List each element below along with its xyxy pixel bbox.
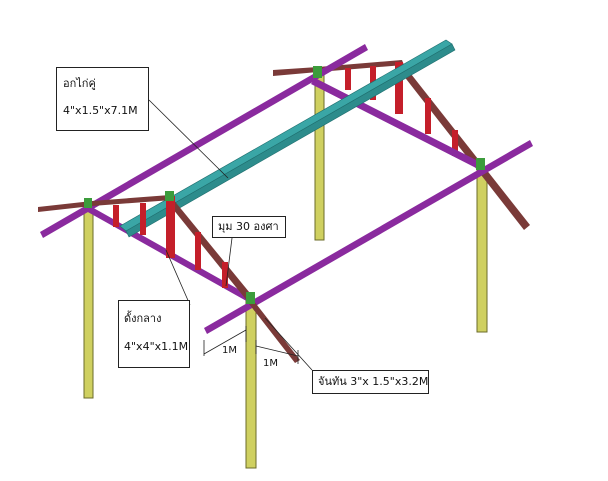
ridge-beam-size: 4"x1.5"x7.1M bbox=[63, 104, 138, 117]
posts bbox=[83, 74, 488, 469]
back-tie-beam bbox=[318, 60, 404, 72]
purlin-left-long bbox=[40, 44, 368, 238]
dimension-label-2: 1M bbox=[263, 358, 278, 369]
front-truss bbox=[38, 193, 300, 363]
leader-lines bbox=[148, 99, 313, 371]
dimension-label-1: 1M bbox=[222, 345, 237, 356]
post-front-left bbox=[83, 209, 94, 399]
post-front-center bbox=[245, 299, 257, 469]
king-post-size: 4"x4"x1.1M bbox=[124, 340, 189, 353]
rafter-label: จันทัน 3"x 1.5"x3.2M bbox=[318, 375, 429, 388]
front-rafter-tail bbox=[246, 296, 300, 363]
rafter-callout: จันทัน 3"x 1.5"x3.2M bbox=[312, 370, 429, 394]
dimension-lines bbox=[203, 326, 299, 364]
back-rafter-left bbox=[273, 67, 318, 76]
king-post-callout: ดั้งกลาง 4"x4"x1.1M bbox=[118, 300, 190, 368]
ridge-beam bbox=[119, 39, 456, 238]
front-tie-top bbox=[92, 195, 172, 206]
roof-angle-callout: มุม 30 องศา bbox=[212, 216, 286, 238]
back-rafter-right bbox=[396, 60, 530, 230]
ridge-beam-b bbox=[125, 43, 456, 238]
king-post-name: ดั้งกลาง bbox=[124, 312, 162, 325]
ridge-beam-name: อกไก่คู่ bbox=[63, 77, 96, 90]
roof-angle-label: มุม 30 องศา bbox=[218, 220, 279, 233]
back-truss bbox=[273, 60, 530, 230]
ridge-beam-callout: อกไก่คู่ 4"x1.5"x7.1M bbox=[56, 67, 149, 131]
connectors bbox=[84, 66, 485, 304]
post-back-right bbox=[476, 167, 488, 333]
king-post-front bbox=[166, 196, 175, 258]
post-back-center bbox=[314, 74, 325, 241]
front-rafter-left bbox=[38, 201, 92, 212]
front-rafter-right bbox=[164, 193, 254, 302]
purlin-right-long bbox=[204, 140, 533, 334]
